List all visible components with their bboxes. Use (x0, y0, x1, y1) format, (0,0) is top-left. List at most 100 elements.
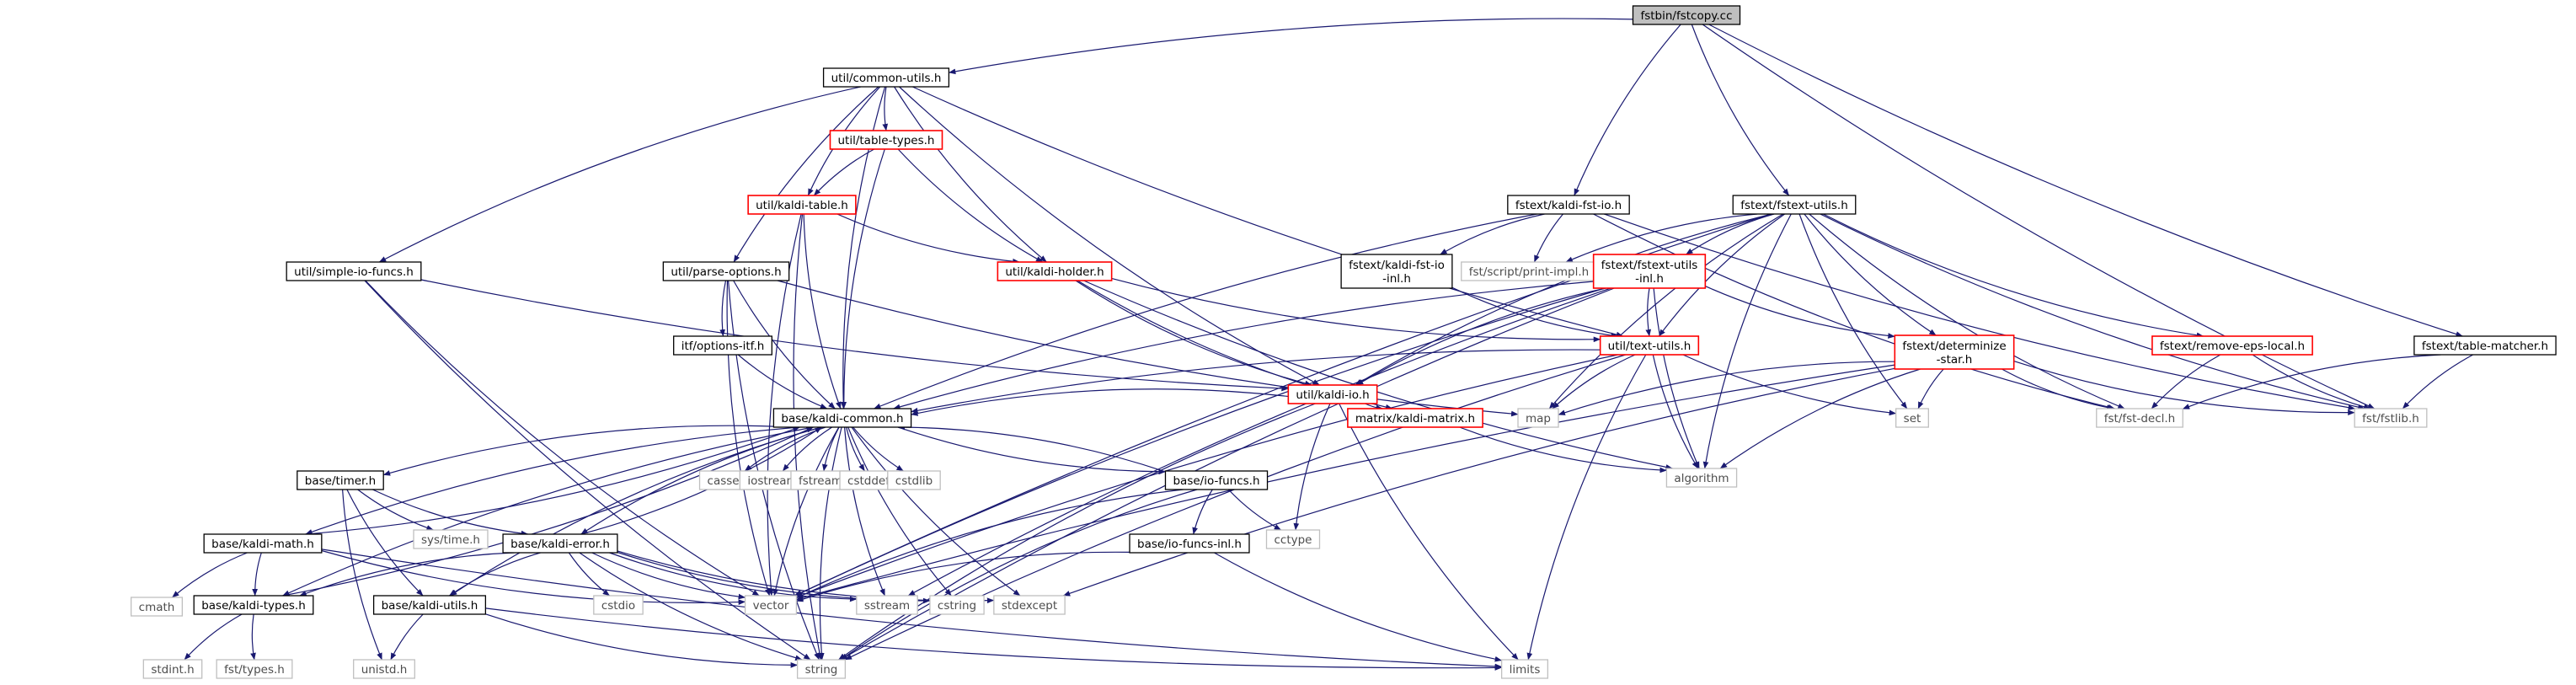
node-label: base/io-funcs-inl.h (1137, 538, 1242, 551)
node-label: util/text-utils.h (1608, 340, 1692, 353)
node-box (1507, 195, 1630, 215)
node-text-utils[interactable]: util/text-utils.h (1599, 335, 1700, 356)
edge-kaldi-utils-to-string (485, 613, 799, 668)
node-kaldi-error[interactable]: base/kaldi-error.h (502, 533, 618, 554)
node-label: fstext/fstext-utils (1601, 259, 1698, 272)
node-fstext-utils[interactable]: fstext/fstext-utils.h (1732, 195, 1857, 215)
node-table-types[interactable]: util/table-types.h (829, 130, 943, 150)
edge-fstext-utils-inl-to-algorithm (1653, 287, 1700, 469)
node-box (1500, 659, 1549, 679)
node-box (1265, 529, 1321, 549)
node-common-utils[interactable]: util/common-utils.h (822, 67, 950, 88)
node-box (372, 595, 487, 615)
node-label: sstream (864, 599, 910, 613)
node-kaldi-fst-io[interactable]: fstext/kaldi-fst-io.h (1507, 195, 1630, 215)
node-kaldi-table[interactable]: util/kaldi-table.h (747, 195, 857, 215)
node-parse-options[interactable]: util/parse-options.h (662, 261, 790, 281)
edge-io-funcs-inl-to-vector (795, 551, 1130, 602)
node-box (297, 470, 384, 490)
node-sstream: sstream (856, 595, 918, 615)
edge-kaldi-holder-to-algorithm (1083, 280, 1673, 470)
edge-io-funcs-to-cctype (1227, 489, 1282, 531)
node-cctype: cctype (1265, 529, 1321, 549)
node-label: -inl.h (1382, 272, 1411, 286)
edge-fstext-utils-inl-to-kaldi-common (893, 281, 1594, 410)
edge-table-matcher-to-fstlib (2402, 354, 2473, 409)
node-table-matcher[interactable]: fstext/table-matcher.h (2413, 335, 2557, 356)
node-set: set (1895, 408, 1929, 428)
node-kaldi-types[interactable]: base/kaldi-types.h (193, 595, 314, 615)
node-label: stdexcept (1002, 599, 1057, 613)
node-label: base/kaldi-math.h (211, 538, 314, 551)
edge-kaldi-error-to-sstream (609, 552, 858, 602)
edge-kaldi-common-to-timer (382, 425, 774, 476)
node-box (2354, 408, 2428, 428)
node-label: base/kaldi-types.h (201, 599, 306, 613)
node-fstext-utils-inl[interactable]: fstext/fstext-utils-inl.h (1592, 254, 1707, 289)
node-kaldi-matrix[interactable]: matrix/kaldi-matrix.h (1347, 408, 1483, 428)
node-io-funcs-inl[interactable]: base/io-funcs-inl.h (1129, 533, 1250, 554)
node-kaldi-common[interactable]: base/kaldi-common.h (772, 408, 912, 428)
node-label: cstdlib (895, 474, 933, 488)
node-box (1894, 334, 2015, 370)
edge-text-utils-to-vector (796, 354, 1618, 598)
node-box (1665, 468, 1738, 488)
node-simple-io[interactable]: util/simple-io-funcs.h (286, 261, 422, 281)
edge-parse-options-to-kaldi-common (733, 280, 836, 409)
edge-kaldi-common-to-kaldi-utils (449, 426, 822, 597)
edge-kaldi-math-to-kaldi-types (252, 552, 262, 597)
edge-kaldi-holder-to-text-utils (1111, 277, 1601, 343)
node-box (997, 261, 1113, 281)
node-kaldi-math[interactable]: base/kaldi-math.h (203, 533, 323, 554)
edge-determinize-star-to-fst-decl (2001, 368, 2114, 410)
node-box (1895, 408, 1929, 428)
edge-text-utils-to-map (1552, 354, 1636, 409)
node-box (1592, 254, 1707, 289)
edge-determinize-star-to-set (1917, 368, 1944, 409)
node-box (829, 130, 943, 150)
node-options-itf[interactable]: itf/options-itf.h (673, 335, 772, 356)
edge-simple-io-to-kaldi-io (420, 279, 1289, 392)
edge-kaldi-io-to-limits (1339, 403, 1519, 661)
node-remove-eps[interactable]: fstext/remove-eps-local.h (2151, 335, 2313, 356)
node-box (193, 595, 314, 615)
edge-fstext-utils-to-map (1548, 213, 1784, 409)
edge-fstext-utils-to-determinize-star (1804, 213, 1937, 336)
edge-kaldi-error-to-cstring (617, 551, 931, 604)
node-io-funcs[interactable]: base/io-funcs.h (1164, 470, 1269, 490)
node-kaldi-io[interactable]: util/kaldi-io.h (1287, 384, 1378, 404)
node-label: base/io-funcs.h (1173, 474, 1259, 488)
node-label: fstext/remove-eps-local.h (2160, 340, 2305, 353)
edge-kaldi-fst-io-inl-to-text-utils (1451, 286, 1618, 339)
node-kaldi-holder[interactable]: util/kaldi-holder.h (997, 261, 1113, 281)
node-fst-types: fst/types.h (216, 659, 293, 679)
node-label: cstdio (601, 599, 635, 613)
node-box (929, 595, 985, 615)
node-label: fst/script/print-impl.h (1469, 265, 1589, 279)
node-kaldi-utils[interactable]: base/kaldi-utils.h (372, 595, 487, 615)
node-label: base/kaldi-common.h (781, 412, 903, 425)
edge-common-utils-to-table-types (882, 86, 889, 131)
node-label: util/simple-io-funcs.h (294, 265, 414, 279)
node-timer[interactable]: base/timer.h (297, 470, 384, 490)
edge-fstext-utils-to-remove-eps (1823, 213, 2205, 339)
node-kaldi-fst-io-inl[interactable]: fstext/kaldi-fst-io-inl.h (1340, 254, 1453, 289)
edge-kaldi-fst-io-to-kaldi-common (874, 213, 1537, 409)
edge-kaldi-common-to-string (818, 426, 842, 661)
node-box (2151, 335, 2313, 356)
node-label: cassert (708, 474, 749, 488)
node-box (130, 597, 184, 617)
node-fstlib: fst/fstlib.h (2354, 408, 2428, 428)
node-map: map (1517, 408, 1559, 428)
node-label: fst/fst-decl.h (2104, 412, 2175, 425)
edge-kaldi-types-to-stdint (184, 613, 243, 661)
edge-root-to-kaldi-fst-io (1574, 24, 1681, 196)
node-box (662, 261, 790, 281)
edge-kaldi-table-to-vector (767, 213, 802, 597)
edge-kaldi-error-to-vector (591, 552, 746, 600)
node-label: -inl.h (1635, 272, 1664, 286)
edge-fstext-utils-inl-to-text-utils (1645, 287, 1652, 337)
edge-timer-to-kaldi-error (372, 489, 529, 537)
node-root[interactable]: fstbin/fstcopy.cc (1632, 5, 1741, 25)
node-determinize-star[interactable]: fstext/determinize-star.h (1894, 334, 2015, 370)
